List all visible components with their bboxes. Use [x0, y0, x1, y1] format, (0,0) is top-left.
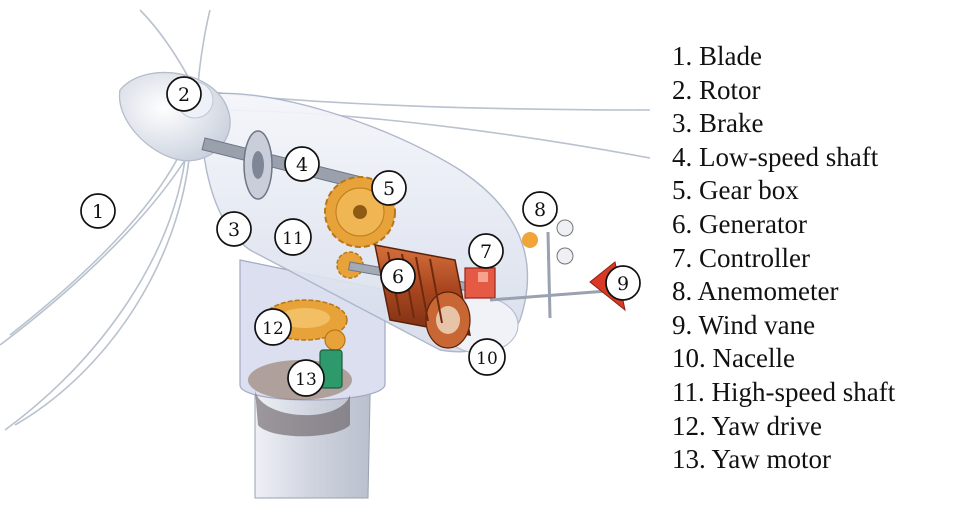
svg-text:9: 9 — [617, 273, 629, 295]
parts-legend: 1. Blade 2. Rotor 3. Brake 4. Low-speed … — [672, 40, 895, 477]
callout-3: 3 — [216, 211, 252, 247]
callout-4: 4 — [284, 146, 320, 182]
svg-text:7: 7 — [480, 241, 492, 263]
svg-text:3: 3 — [228, 219, 240, 241]
legend-item: 4. Low-speed shaft — [672, 141, 879, 172]
svg-text:12: 12 — [262, 319, 284, 339]
legend-item: 6. Generator — [672, 208, 807, 239]
legend-item: 7. Controller — [672, 242, 810, 273]
callout-2: 2 — [166, 76, 202, 112]
legend-item: 11. High-speed shaft — [672, 376, 896, 407]
legend-item: 2. Rotor — [672, 74, 761, 105]
legend-item: 12. Yaw drive — [672, 410, 823, 441]
callout-13: 13 — [287, 359, 325, 397]
controller — [464, 267, 496, 299]
callout-12: 12 — [254, 308, 292, 346]
svg-text:8: 8 — [534, 199, 546, 221]
brake — [243, 130, 273, 200]
svg-text:2: 2 — [178, 84, 190, 106]
legend-item: 5. Gear box — [672, 175, 799, 206]
svg-text:5: 5 — [383, 178, 395, 200]
legend-item: 13. Yaw motor — [672, 444, 832, 475]
callout-9: 9 — [605, 265, 641, 301]
callouts: 1 2 3 4 5 6 7 8 9 10 11 12 13 — [80, 76, 641, 397]
legend-item: 9. Wind vane — [672, 309, 816, 340]
legend-item: 10. Nacelle — [672, 343, 795, 374]
gear-box — [324, 176, 396, 279]
callout-5: 5 — [371, 170, 407, 206]
legend-item: 8. Anemometer — [672, 276, 839, 307]
callout-7: 7 — [468, 233, 504, 269]
svg-text:6: 6 — [392, 266, 404, 288]
callout-10: 10 — [468, 338, 506, 376]
callout-11: 11 — [274, 218, 312, 256]
svg-text:4: 4 — [296, 154, 308, 176]
svg-text:1: 1 — [92, 201, 104, 223]
callout-1: 1 — [80, 193, 116, 229]
legend-item: 1. Blade — [672, 41, 762, 71]
legend-item: 3. Brake — [672, 108, 764, 139]
svg-text:13: 13 — [295, 370, 317, 390]
callout-6: 6 — [380, 258, 416, 294]
anemometer — [522, 219, 574, 265]
callout-8: 8 — [522, 191, 558, 227]
svg-text:10: 10 — [476, 349, 498, 369]
svg-text:11: 11 — [282, 229, 304, 249]
